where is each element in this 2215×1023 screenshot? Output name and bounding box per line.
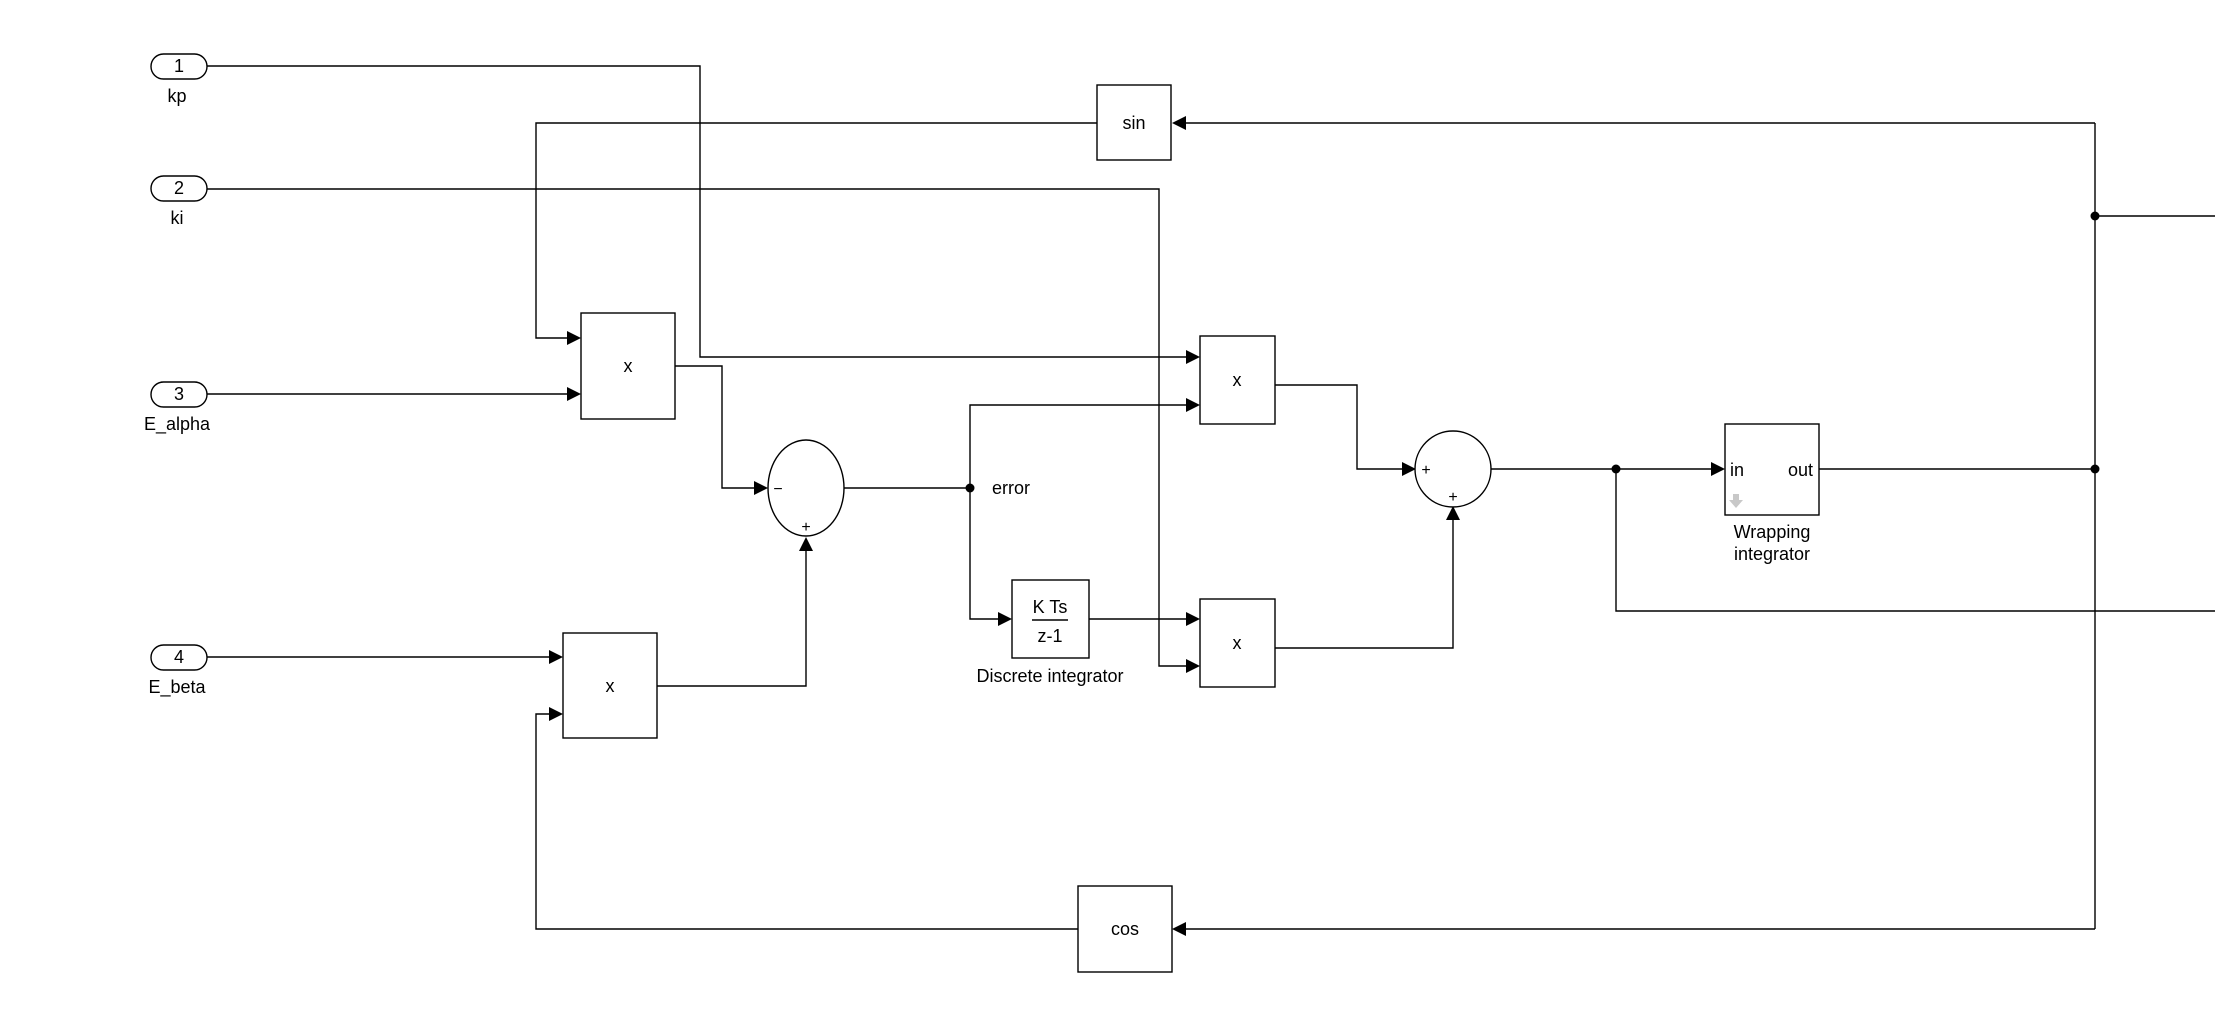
product-ki-shape[interactable] <box>1199 598 1276 688</box>
down-arrow-icon <box>1729 494 1743 508</box>
sum-pi-shape[interactable] <box>1414 430 1492 508</box>
sum-pi-plus-bottom: + <box>1448 489 1457 506</box>
integrator-numerator: K Ts <box>1033 597 1068 617</box>
arrow-sum1-minus <box>754 481 768 495</box>
cos-block[interactable]: cos <box>1077 885 1173 973</box>
sum-pi[interactable]: + + <box>1414 430 1492 508</box>
sum-error-minus-sign: − <box>773 481 782 498</box>
wire-error-to-prod-mid[interactable] <box>969 404 1189 488</box>
inport-2-number: 2 <box>174 178 184 198</box>
inport-4-shape[interactable] <box>150 644 208 671</box>
discrete-integrator-label: Discrete integrator <box>976 666 1123 686</box>
arrow-prod-bot-in2 <box>1186 659 1200 673</box>
product-kp-text: x <box>1233 370 1242 390</box>
wire-kp[interactable] <box>207 65 1189 358</box>
sin-block-text: sin <box>1122 113 1145 133</box>
integrator-denominator: z-1 <box>1037 626 1062 646</box>
inport-2-label: ki <box>171 208 184 228</box>
product-alpha-shape[interactable] <box>580 312 676 420</box>
wrapping-integrator-in-port: in <box>1730 460 1744 480</box>
arrow-prod-mid-in1 <box>1186 350 1200 364</box>
arrow-sin-in <box>1172 116 1186 130</box>
arrow-cos-in <box>1172 922 1186 936</box>
branch-dot-wrap-out <box>2090 464 2100 474</box>
sin-block[interactable]: sin <box>1096 84 1172 161</box>
branch-dot-sum2 <box>1611 464 1621 474</box>
product-beta-shape[interactable] <box>562 632 658 739</box>
arrow-prod-bot-in1 <box>1186 612 1200 626</box>
product-kp-shape[interactable] <box>1199 335 1276 425</box>
arrow-sum2-bottom <box>1446 506 1460 520</box>
sin-block-shape[interactable] <box>1096 84 1172 161</box>
product-beta-text: x <box>606 676 615 696</box>
signal-error-label: error <box>992 478 1030 498</box>
inport-4-label: E_beta <box>148 677 206 698</box>
wrapping-integrator-label-line2: integrator <box>1734 544 1810 564</box>
wrapping-integrator-shape[interactable] <box>1724 423 1820 516</box>
inport-1-shape[interactable] <box>150 53 208 80</box>
sum-error-plus-sign: + <box>801 519 810 536</box>
inport-1[interactable]: 1 kp <box>150 53 208 106</box>
arrowheads <box>549 116 1725 936</box>
wrapping-integrator[interactable]: in out Wrapping integrator <box>1724 423 1820 564</box>
wire-sin-out[interactable] <box>535 122 1097 339</box>
wire-sum2-branch-right[interactable] <box>1615 469 2215 612</box>
product-alpha[interactable]: x <box>580 312 676 420</box>
wire-error-to-integrator[interactable] <box>969 488 999 620</box>
sum-error[interactable]: − + <box>767 439 845 537</box>
product-beta[interactable]: x <box>562 632 658 739</box>
arrow-prod-mid-in2 <box>1186 398 1200 412</box>
cos-block-text: cos <box>1111 919 1139 939</box>
wire-prod-bot-to-sum2[interactable] <box>1275 520 1454 649</box>
sum-error-shape[interactable] <box>767 439 845 537</box>
inport-2[interactable]: 2 ki <box>150 175 208 228</box>
inport-3[interactable]: 3 E_alpha <box>144 381 211 435</box>
wire-prod1-to-sum1[interactable] <box>675 365 757 489</box>
inport-3-shape[interactable] <box>150 381 208 408</box>
discrete-integrator[interactable]: K Ts z-1 Discrete integrator <box>976 579 1124 686</box>
arrow-prod1-in2 <box>567 387 581 401</box>
inport-3-number: 3 <box>174 384 184 404</box>
discrete-integrator-shape[interactable] <box>1011 579 1090 659</box>
wire-prod2-to-sum1[interactable] <box>657 551 807 687</box>
arrow-prod2-in1 <box>549 650 563 664</box>
arrow-integrator-in <box>998 612 1012 626</box>
product-ki-text: x <box>1233 633 1242 653</box>
inport-4-number: 4 <box>174 647 184 667</box>
wire-prod-mid-to-sum2[interactable] <box>1275 384 1403 470</box>
inport-1-number: 1 <box>174 56 184 76</box>
product-alpha-text: x <box>624 356 633 376</box>
inport-1-label: kp <box>167 86 186 106</box>
product-kp[interactable]: x <box>1199 335 1276 425</box>
inport-3-label: E_alpha <box>144 414 211 435</box>
branch-points <box>965 211 2100 493</box>
branch-dot-error <box>965 483 975 493</box>
branch-dot-theta <box>2090 211 2100 221</box>
wrapping-integrator-label-line1: Wrapping <box>1734 522 1811 542</box>
wire-cos-out[interactable] <box>535 713 1078 930</box>
arrow-sum2-left <box>1402 462 1416 476</box>
wire-ki[interactable] <box>207 188 1189 667</box>
arrow-wrap-in <box>1711 462 1725 476</box>
arrow-prod2-in2 <box>549 707 563 721</box>
arrow-sum1-plus <box>799 537 813 551</box>
sum-pi-plus-left: + <box>1421 462 1430 479</box>
product-ki[interactable]: x <box>1199 598 1276 688</box>
wrapping-integrator-out-port: out <box>1788 460 1813 480</box>
arrow-prod1-in1 <box>567 331 581 345</box>
cos-block-shape[interactable] <box>1077 885 1173 973</box>
signal-lines <box>207 65 2215 930</box>
inport-4[interactable]: 4 E_beta <box>148 644 208 698</box>
inport-2-shape[interactable] <box>150 175 208 202</box>
